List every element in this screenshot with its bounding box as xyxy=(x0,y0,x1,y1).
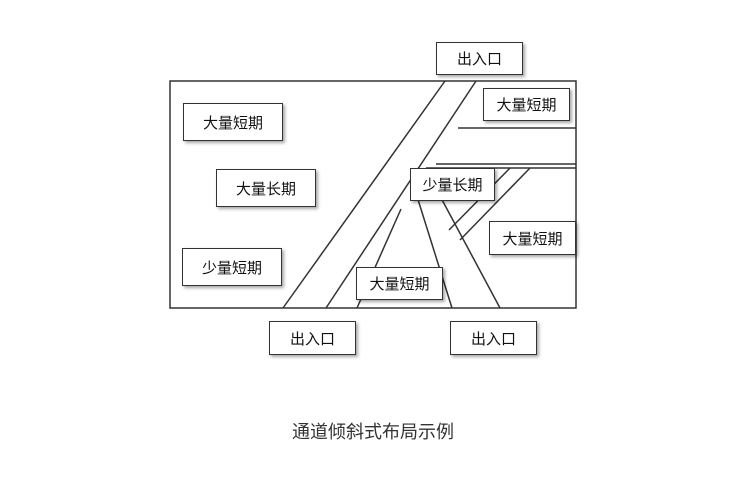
right-large-short-zone: 大量短期 xyxy=(489,221,576,255)
warehouse-outline xyxy=(169,80,577,309)
left-large-long-zone: 大量长期 xyxy=(216,169,316,207)
top-entrance-label: 出入口 xyxy=(436,42,523,75)
right-diagonal-2 xyxy=(459,167,531,241)
bottom-left-entrance-label: 出入口 xyxy=(269,321,356,355)
left-small-short-zone: 少量短期 xyxy=(182,248,282,286)
bottom-center-large-short-zone: 大量短期 xyxy=(356,267,443,300)
main-aisle-right-edge xyxy=(325,80,477,309)
branch-aisle-right-edge xyxy=(414,189,453,309)
left-large-short-zone: 大量短期 xyxy=(183,103,283,141)
center-small-long-zone: 少量长期 xyxy=(410,168,495,201)
bottom-right-entrance-label: 出入口 xyxy=(450,321,537,355)
main-aisle-left-edge xyxy=(282,80,446,309)
top-right-large-short-zone: 大量短期 xyxy=(483,88,570,121)
diagram-caption: 通道倾斜式布局示例 xyxy=(292,422,454,443)
branch-aisle-far-edge xyxy=(439,195,501,309)
